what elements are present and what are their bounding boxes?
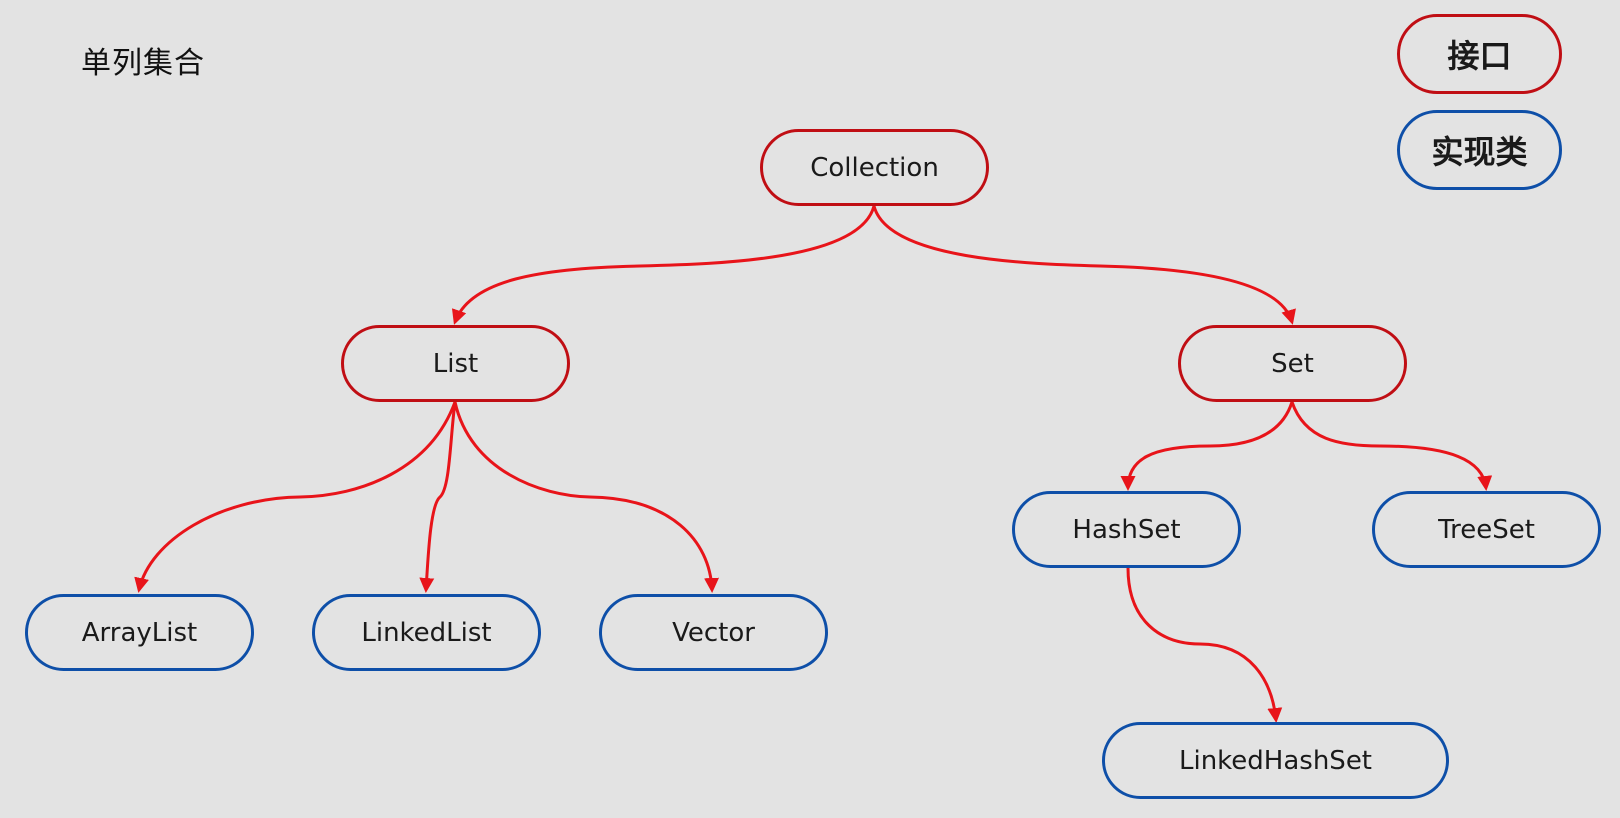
legend-implementation: 实现类 [1397,110,1562,190]
node-linkedlist: LinkedList [312,594,541,671]
node-treeset: TreeSet [1372,491,1601,568]
page-title: 单列集合 [81,46,205,81]
node-hashset-label: HashSet [1072,514,1181,545]
legend-implementation-label: 实现类 [1431,133,1528,171]
edge-set-hashset [1120,401,1294,491]
node-collection: Collection [760,129,989,206]
node-set: Set [1178,325,1407,402]
node-arraylist-label: ArrayList [81,617,198,648]
edge-list-linkedlist [419,401,457,593]
legend-interface: 接口 [1397,14,1562,94]
legend-interface-label: 接口 [1447,37,1512,75]
edge-list-vector [453,401,720,593]
node-list-label: List [432,348,479,379]
edge-hashset-linkedhashset [1126,567,1283,723]
node-linkedlist-label: LinkedList [361,617,492,648]
edge-collection-list [451,205,876,325]
node-linkedhashset: LinkedHashSet [1102,722,1449,799]
node-hashset: HashSet [1012,491,1241,568]
node-treeset-label: TreeSet [1438,514,1535,545]
node-vector: Vector [599,594,828,671]
node-vector-label: Vector [672,617,755,648]
node-set-label: Set [1271,348,1314,379]
edge-collection-set [872,205,1296,325]
edge-set-treeset [1290,401,1493,491]
node-linkedhashset-label: LinkedHashSet [1178,745,1373,776]
edge-list-arraylist [134,401,457,593]
node-arraylist: ArrayList [25,594,254,671]
node-collection-label: Collection [810,152,939,183]
node-list: List [341,325,570,402]
